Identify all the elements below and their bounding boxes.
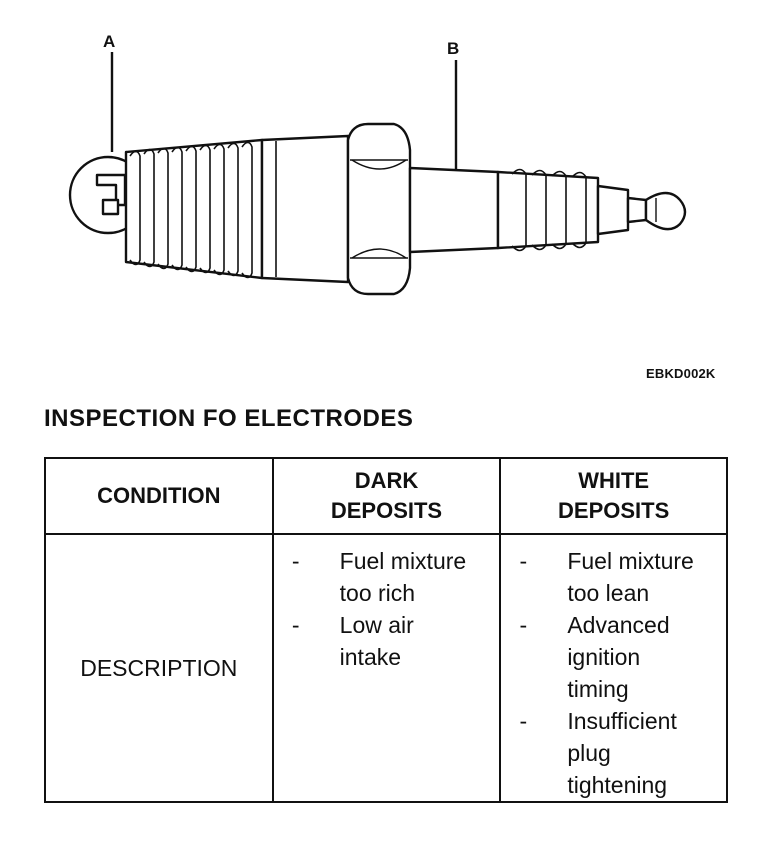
- row-label-description: DESCRIPTION: [44, 533, 274, 803]
- dark-deposits-list: -Fuel mixture too rich -Low air intake: [274, 535, 500, 673]
- callout-b-label: B: [447, 39, 460, 58]
- terminal-base: [596, 184, 630, 236]
- list-item: -Fuel mixture too rich: [291, 548, 467, 606]
- threaded-body: [124, 138, 264, 280]
- insulator-ribs: [496, 170, 600, 250]
- header-dark-deposits: DARK DEPOSITS: [271, 457, 502, 535]
- header-condition: CONDITION: [44, 457, 274, 535]
- dark-deposits-cell: -Fuel mixture too rich -Low air intake: [271, 533, 502, 803]
- list-item: -Advanced ignition timing: [519, 612, 670, 702]
- callout-a-label: A: [103, 32, 116, 51]
- spark-plug-figure: A B EBKD002K: [0, 0, 768, 390]
- white-deposits-list: -Fuel mixture too lean -Advanced ignitio…: [501, 535, 726, 801]
- section-title: INSPECTION FO ELECTRODES: [44, 405, 414, 432]
- terminal-nut: [644, 191, 687, 231]
- list-item: -Insufficient plug tightening: [519, 708, 677, 798]
- white-deposits-cell: -Fuel mixture too lean -Advanced ignitio…: [499, 533, 728, 803]
- list-item: -Fuel mixture too lean: [519, 548, 694, 606]
- list-item: -Low air intake: [291, 612, 414, 670]
- table-header-row: CONDITION DARK DEPOSITS WHITE DEPOSITS: [44, 457, 728, 535]
- inspection-table: CONDITION DARK DEPOSITS WHITE DEPOSITS D…: [44, 457, 728, 803]
- insulator: [408, 166, 500, 254]
- shell-collar: [260, 134, 350, 284]
- figure-code: EBKD002K: [646, 366, 716, 381]
- hex-nut: [346, 122, 412, 296]
- header-white-deposits: WHITE DEPOSITS: [499, 457, 728, 535]
- spark-plug-drawing: [68, 52, 687, 296]
- table-row: DESCRIPTION -Fuel mixture too rich -Low …: [44, 533, 728, 803]
